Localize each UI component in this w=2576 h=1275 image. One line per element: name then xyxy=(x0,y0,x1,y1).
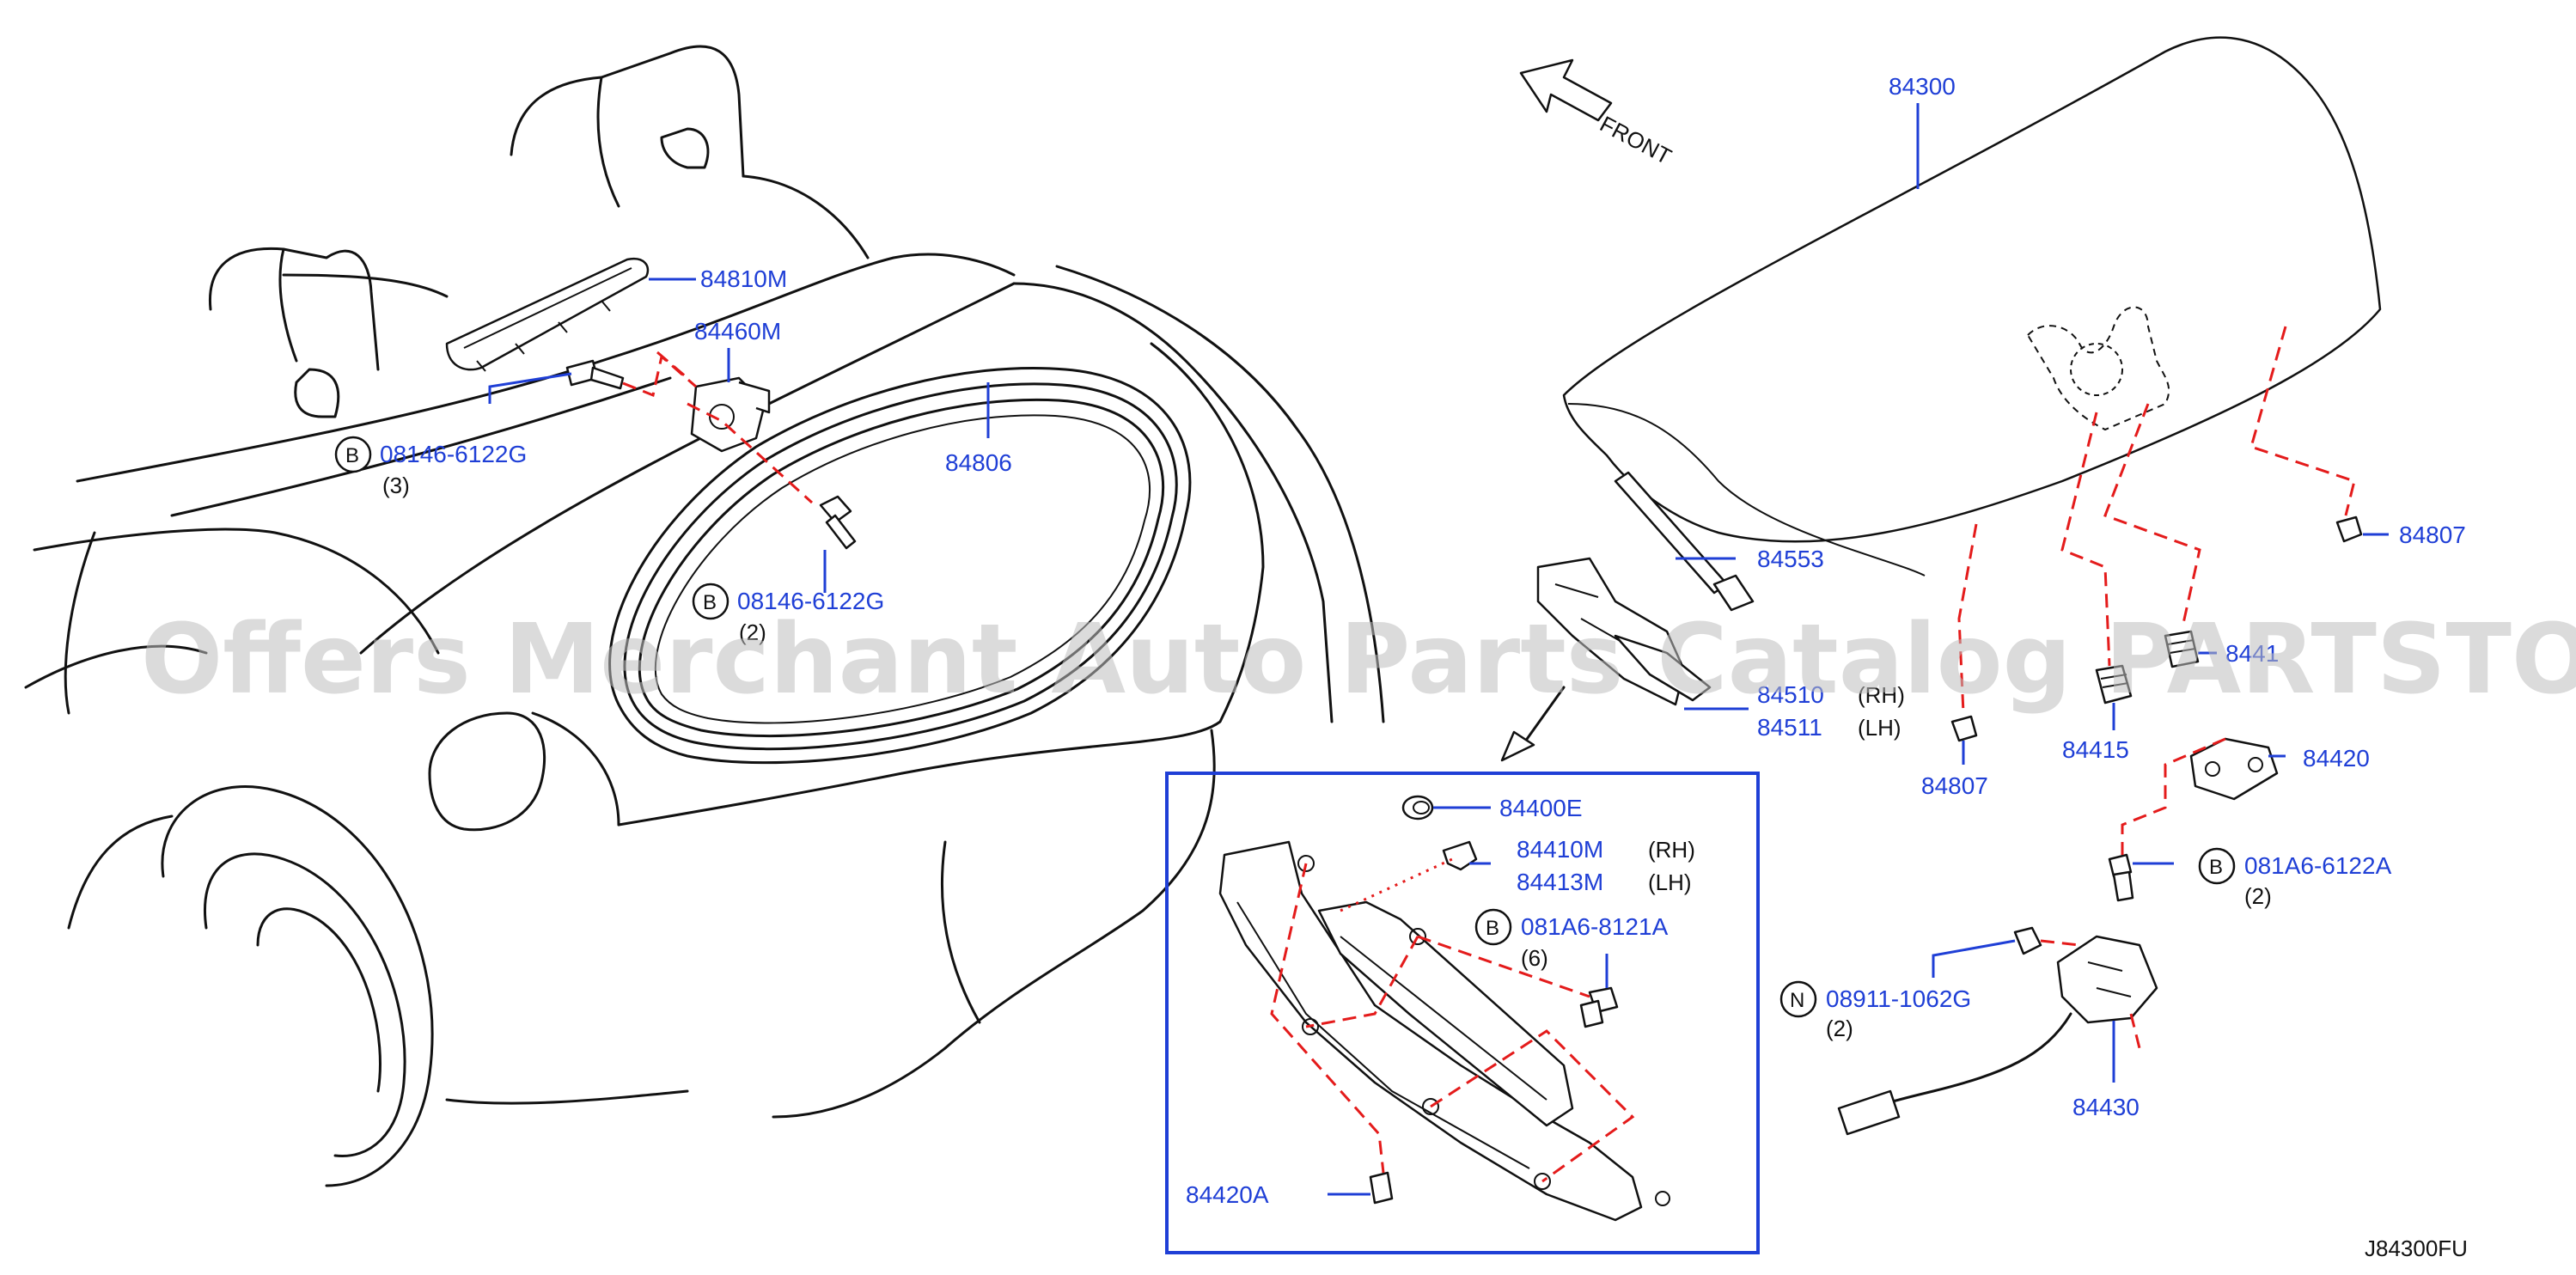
bolt1-letter-circle xyxy=(334,436,372,473)
callout-bolt2-qty: (2) xyxy=(739,619,766,645)
callout-84511-side: (LH) xyxy=(1858,715,1901,741)
callout-nut-qty: (2) xyxy=(1826,1016,1853,1041)
callout-8441x: 8441 xyxy=(2225,640,2279,667)
callout-84413M: 84413M xyxy=(1517,869,1603,895)
bolt-08146-6122G-lower xyxy=(819,495,857,550)
bolt3-letter: B xyxy=(2209,856,2223,879)
nut-08911-1062G xyxy=(2013,926,2042,955)
part-84300-trunk-lid xyxy=(1562,36,2382,576)
inset-pointer-arrow xyxy=(1500,686,1566,762)
inset-part-84420A-bolt xyxy=(1369,1171,1394,1205)
inset-bolt-letter: B xyxy=(1486,917,1499,940)
callout-84415: 84415 xyxy=(2062,736,2129,763)
callout-84300: 84300 xyxy=(1889,73,1956,100)
callout-84400E: 84400E xyxy=(1499,795,1583,821)
assembly-dashes-inset xyxy=(1270,857,1635,1183)
callout-inset-bolt: 081A6-8121A xyxy=(1521,913,1669,940)
bolt2-letter-circle xyxy=(692,583,729,620)
part-84807-bumper-mid xyxy=(1950,715,1978,742)
callout-84806: 84806 xyxy=(945,449,1012,476)
watermark-text: Offers Merchant Auto Parts Catalog PARTS… xyxy=(141,604,2576,716)
part-84810M-trim xyxy=(445,257,650,372)
callout-84510: 84510 xyxy=(1757,681,1824,708)
part-84430-lock xyxy=(1837,935,2158,1136)
drawing-code: J84300FU xyxy=(2365,1235,2468,1261)
assembly-dashes-lid xyxy=(1957,326,2356,1049)
callout-84430: 84430 xyxy=(2072,1094,2140,1120)
callout-84410M: 84410M xyxy=(1517,836,1603,863)
callout-bolt1: 08146-6122G xyxy=(380,441,527,467)
callout-bolt3-qty: (2) xyxy=(2244,883,2272,909)
callout-84420A: 84420A xyxy=(1186,1181,1269,1208)
inset-bolt-letter-circle xyxy=(1474,908,1512,946)
part-8441x-grommet xyxy=(2164,630,2200,668)
bolt1-letter: B xyxy=(345,444,359,467)
car-body-illustration xyxy=(24,45,1385,1187)
callout-bolt2: 08146-6122G xyxy=(737,588,884,614)
callout-84807-right: 84807 xyxy=(2399,522,2466,548)
callout-84553: 84553 xyxy=(1757,546,1824,572)
callout-nut: 08911-1062G xyxy=(1826,985,1971,1012)
callout-84807-mid: 84807 xyxy=(1921,772,1988,799)
callout-84510-side: (RH) xyxy=(1858,682,1905,708)
nut-letter-circle xyxy=(1779,980,1817,1018)
bolt3-letter-circle xyxy=(2198,847,2236,885)
bolt2-letter: B xyxy=(703,591,717,614)
callout-84460M: 84460M xyxy=(694,318,781,345)
inset-part-84410M-clip xyxy=(1442,840,1478,871)
front-arrow-icon xyxy=(1519,58,1613,122)
part-84460M-bracket xyxy=(690,376,771,453)
callout-bolt1-qty: (3) xyxy=(382,473,410,498)
part-84415-grommet xyxy=(2095,664,2133,705)
part-84807-bumper-right xyxy=(2335,515,2363,543)
inset-frame xyxy=(1165,772,1760,1254)
callout-inset-bolt-qty: (6) xyxy=(1521,945,1548,971)
inset-hinge-assembly xyxy=(1218,840,1670,1222)
inset-bolt-081A6-8121A xyxy=(1579,986,1619,1028)
bolt-08146-6122G-upper xyxy=(565,359,625,390)
front-label: FRONT xyxy=(1596,111,1676,170)
part-84510-84511-hinge xyxy=(1536,557,1712,706)
nut-letter: N xyxy=(1790,989,1804,1012)
inset-part-84400E-bushing xyxy=(1401,795,1434,821)
callout-bolt3: 081A6-6122A xyxy=(2244,852,2392,879)
callout-84420: 84420 xyxy=(2303,745,2370,772)
callout-84413M-side: (LH) xyxy=(1648,869,1692,895)
callout-84410M-side: (RH) xyxy=(1648,837,1695,863)
part-84553-gas-strut xyxy=(1614,471,1755,612)
leader-lines xyxy=(488,103,2389,1196)
callout-84810M: 84810M xyxy=(700,265,787,292)
callout-84511: 84511 xyxy=(1757,714,1822,741)
bolt-081A6-6122A xyxy=(2108,853,2134,902)
assembly-dashes-car xyxy=(622,351,814,504)
